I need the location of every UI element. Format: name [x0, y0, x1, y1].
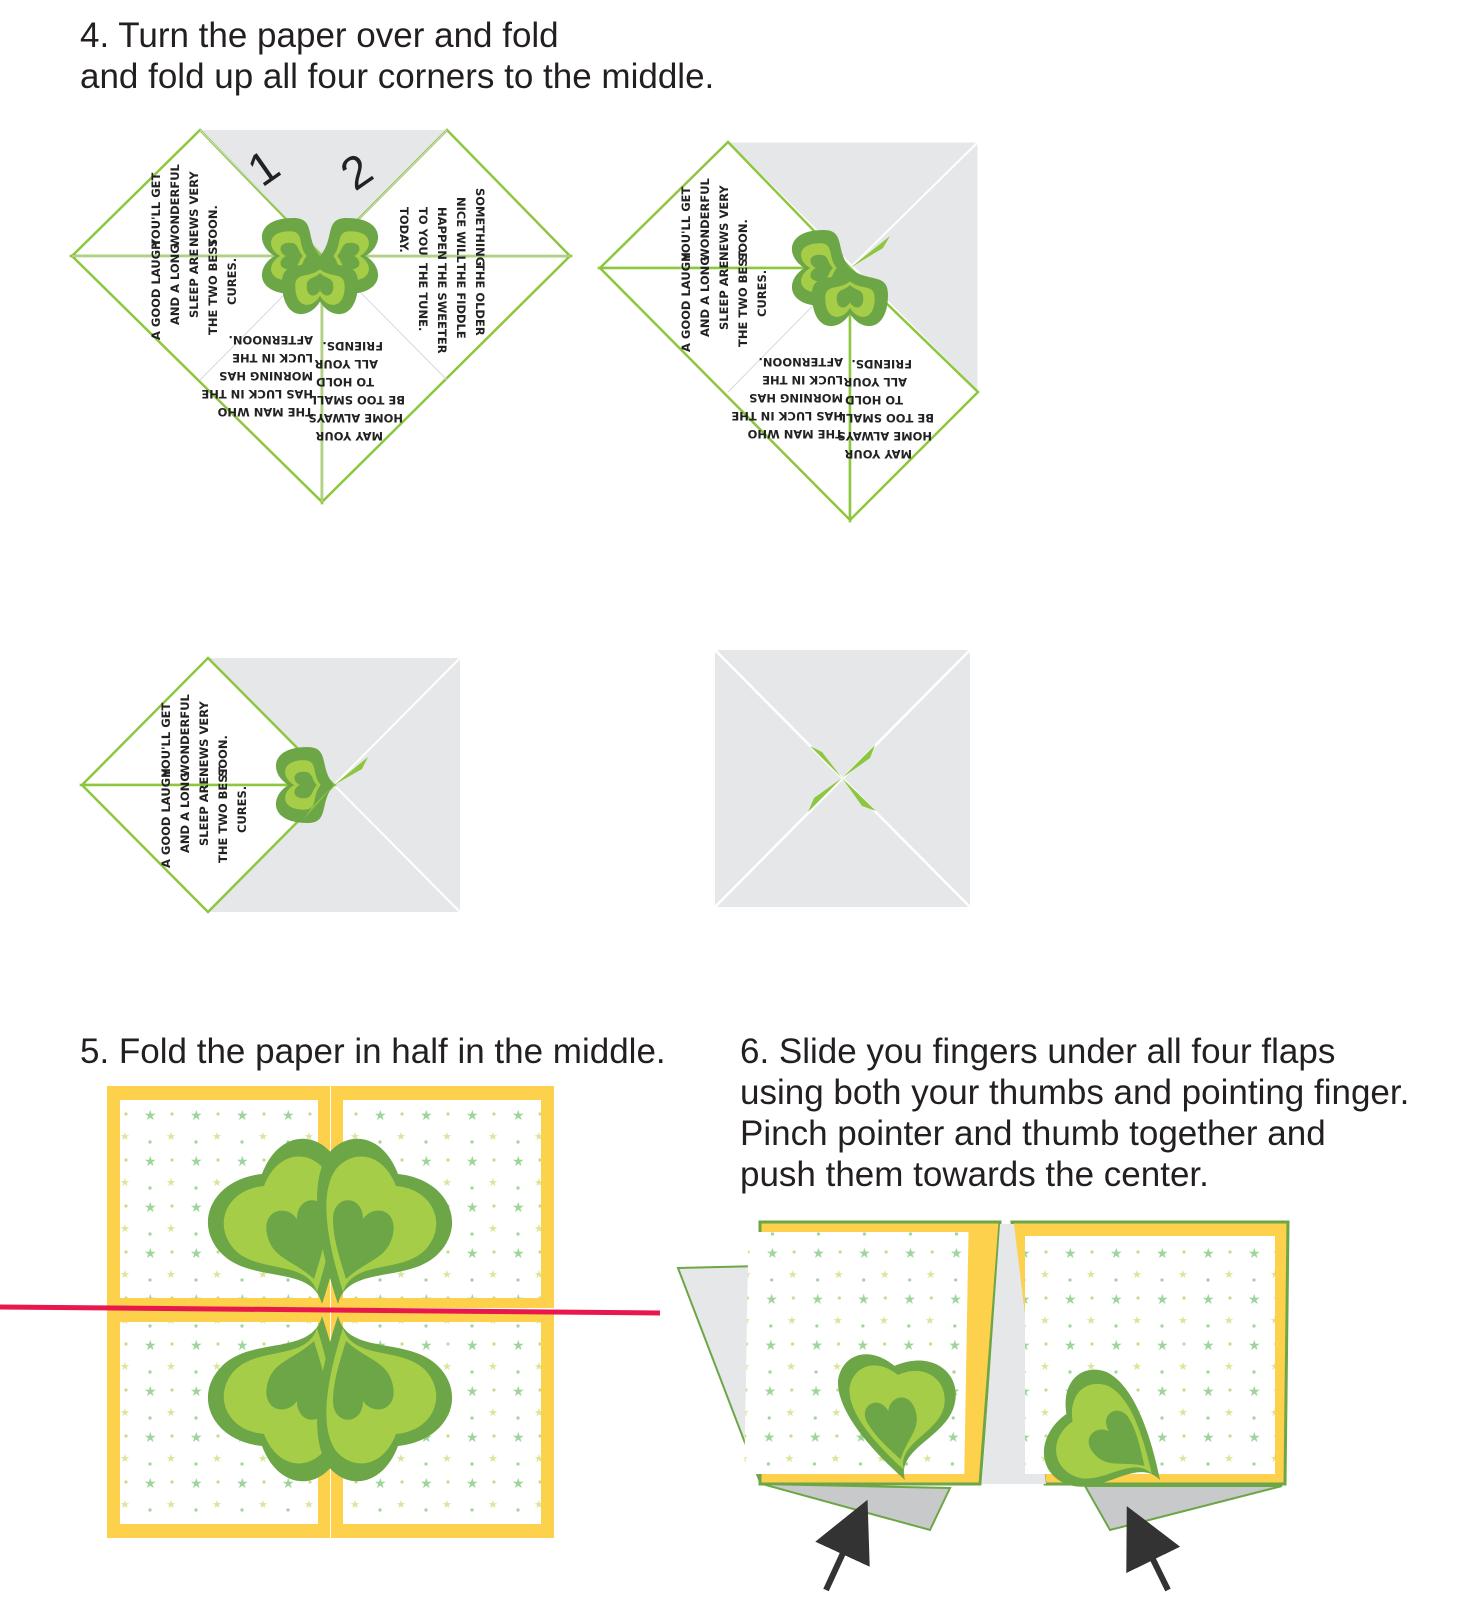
clover-icon-3 — [275, 747, 368, 823]
fortune-bottom-left-2: THE MAN WHO HAS LUCK IN THE MORNING HAS … — [731, 355, 843, 441]
fortune-left-3-line-3: SLEEP ARE — [197, 776, 211, 846]
fortune-left-2-line-2: AND A LONG — [698, 256, 712, 337]
fold-stage-2-diagram: A GOOD LAUGH AND A LONG SLEEP ARE THE TW… — [596, 140, 980, 524]
fortune-left-upper-3: YOU'LL GET WONDERFUL NEWS VERY SOON. — [159, 693, 230, 778]
step-6-line-3: Pinch pointer and thumb together and — [740, 1114, 1326, 1153]
fortune-bottom-right-2-line-2: HOME ALWAYS — [837, 429, 932, 443]
fortune-bottom-left-line-2: HAS LUCK IN THE — [201, 387, 313, 401]
fortune-left-2: A GOOD LAUGH AND A LONG SLEEP ARE THE TW… — [679, 250, 769, 352]
step-6-line-4: push them towards the center. — [740, 1155, 1209, 1194]
arrow-right — [1126, 1506, 1181, 1592]
step-6-line-1: 6. Slide you fingers under all four flap… — [740, 1032, 1336, 1071]
step-6-instruction: 6. Slide you fingers under all four flap… — [740, 1031, 1409, 1195]
fortune-left-3-line-5: CURES. — [235, 786, 249, 833]
fortune-right-lower-line-4: THE TUNE. — [416, 263, 430, 331]
fortune-left-3: A GOOD LAUGH AND A LONG SLEEP ARE THE TW… — [159, 766, 249, 868]
fortune-left-upper-3-line-2: WONDERFUL — [178, 693, 192, 777]
fortune-bottom-right-line-3: BE TOO SMALL — [309, 393, 405, 407]
step-4-line-2: and fold up all four corners to the midd… — [80, 57, 715, 96]
fold-in-half-diagram — [0, 1086, 661, 1538]
step-5-instruction: 5. Fold the paper in half in the middle. — [80, 1031, 666, 1072]
fortune-bottom-left-line-5: AFTERNOON. — [229, 333, 313, 347]
fortune-bottom-right-2-line-6: FRIENDS. — [851, 357, 912, 371]
fortune-left-upper-2: YOU'LL GET WONDERFUL NEWS VERY SOON. — [679, 177, 750, 262]
step-4-instruction: 4. Turn the paper over and fold and fold… — [80, 15, 714, 97]
fortune-right-upper-line-5: TODAY. — [397, 207, 411, 253]
finger-insertion-diagram — [676, 1220, 1290, 1592]
step-4-line-1: 4. Turn the paper over and fold — [80, 16, 559, 55]
fortune-left-3-line-1: A GOOD LAUGH — [159, 768, 173, 868]
fortune-left-upper-3-line-1: YOU'LL GET — [159, 702, 173, 778]
fortune-left-2-line-4: THE TWO BEST — [736, 250, 750, 347]
fortune-left-line-1: A GOOD LAUGH — [149, 240, 163, 340]
fold-line — [0, 1304, 661, 1316]
fortune-bottom-right-line-2: HOME ALWAYS — [308, 411, 403, 425]
fold-stage-3-diagram: A GOOD LAUGH AND A LONG SLEEP ARE THE TW… — [78, 656, 461, 914]
fortune-right-upper-line-2: NICE WILL — [454, 197, 468, 263]
fortune-left-upper-2-line-1: YOU'LL GET — [679, 186, 693, 262]
fortune-bottom-right-2-line-1: MAY YOUR — [844, 447, 912, 461]
fortune-left-upper-line-4: SOON. — [206, 205, 220, 247]
fortune-bottom-right-line-4: TO HOLD — [316, 375, 374, 389]
fortune-bottom-left-2-line-4: LUCK IN THE — [762, 373, 843, 387]
fortune-left-2-line-3: SLEEP ARE — [717, 260, 731, 330]
fold-stage-1-diagram: 1 2 A GOOD LAUGH AND A LONG SLEEP ARE TH… — [68, 128, 574, 506]
fortune-bottom-left: THE MAN WHO HAS LUCK IN THE MORNING HAS … — [201, 333, 313, 419]
step-6-line-2: using both your thumbs and pointing fing… — [740, 1073, 1410, 1112]
fortune-bottom-left-line-4: LUCK IN THE — [232, 351, 313, 365]
fortune-bottom-left-line-3: MORNING HAS — [219, 369, 313, 383]
fortune-left-line-2: AND A LONG — [168, 244, 182, 325]
fortune-bottom-left-2-line-2: HAS LUCK IN THE — [731, 409, 843, 423]
clover-icon-2 — [791, 230, 890, 327]
fold-stage-4-diagram — [714, 649, 971, 908]
fortune-bottom-right-line-1: MAY YOUR — [315, 429, 383, 443]
fortune-left-line-3: SLEEP ARE — [187, 248, 201, 318]
fortune-right-upper-line-1: SOMETHING — [473, 188, 487, 266]
fortune-right-upper: SOMETHING NICE WILL HAPPEN TO YOU TODAY. — [397, 188, 487, 266]
fortune-left-upper-3-line-3: NEWS VERY — [197, 701, 211, 777]
fortune-left-upper-3-line-4: SOON. — [216, 735, 230, 777]
fortune-left-upper-line-2: WONDERFUL — [168, 163, 182, 247]
fortune-right-lower: THE OLDER THE FIDDLE THE SWEETER THE TUN… — [416, 263, 487, 354]
fortune-bottom-right-2-line-3: BE TOO SMALL — [838, 411, 934, 425]
fortune-bottom-right-2-line-5: ALL YOUR — [843, 375, 907, 389]
fortune-left-upper-2-line-2: WONDERFUL — [698, 177, 712, 261]
fortune-left-upper-2-line-3: NEWS VERY — [717, 185, 731, 261]
fortune-left-line-4: THE TWO BEST — [206, 238, 220, 335]
fortune-bottom-left-2-line-3: MORNING HAS — [749, 391, 843, 405]
fortune-bottom-right-2-line-4: TO HOLD — [845, 393, 903, 407]
fortune-right-lower-line-2: THE FIDDLE — [454, 263, 468, 339]
fortune-left-3-line-2: AND A LONG — [178, 772, 192, 853]
fortune-bottom-right: MAY YOUR HOME ALWAYS BE TOO SMALL TO HOL… — [308, 339, 405, 443]
fortune-left-upper-2-line-4: SOON. — [736, 219, 750, 261]
fortune-bottom-left-2-line-5: AFTERNOON. — [759, 355, 843, 369]
step-5-line-1: 5. Fold the paper in half in the middle. — [80, 1032, 666, 1071]
fortune-right-upper-line-4: TO YOU — [416, 207, 430, 256]
fortune-bottom-left-line-1: THE MAN WHO — [217, 405, 313, 419]
fortune-right-lower-line-1: THE OLDER — [473, 263, 487, 336]
fortune-bottom-right-line-5: ALL YOUR — [314, 357, 378, 371]
fortune-left-2-line-1: A GOOD LAUGH — [679, 252, 693, 352]
fortune-bottom-right-2: MAY YOUR HOME ALWAYS BE TOO SMALL TO HOL… — [837, 357, 934, 461]
fortune-left-upper-line-3: NEWS VERY — [187, 171, 201, 247]
fortune-bottom-right-line-6: FRIENDS. — [322, 339, 383, 353]
fortune-right-upper-line-3: HAPPEN — [435, 207, 449, 260]
fortune-left: A GOOD LAUGH AND A LONG SLEEP ARE THE TW… — [149, 238, 239, 340]
fortune-bottom-left-2-line-1: THE MAN WHO — [747, 427, 843, 441]
fortune-left-upper: YOU'LL GET WONDERFUL NEWS VERY SOON. — [149, 163, 220, 248]
fortune-left-2-line-5: CURES. — [755, 270, 769, 317]
fortune-left-upper-line-1: YOU'LL GET — [149, 172, 163, 248]
arrow-left — [815, 1499, 870, 1592]
fortune-left-3-line-4: THE TWO BEST — [216, 766, 230, 863]
fortune-left-line-5: CURES. — [225, 258, 239, 305]
fortune-right-lower-line-3: THE SWEETER — [435, 263, 449, 354]
